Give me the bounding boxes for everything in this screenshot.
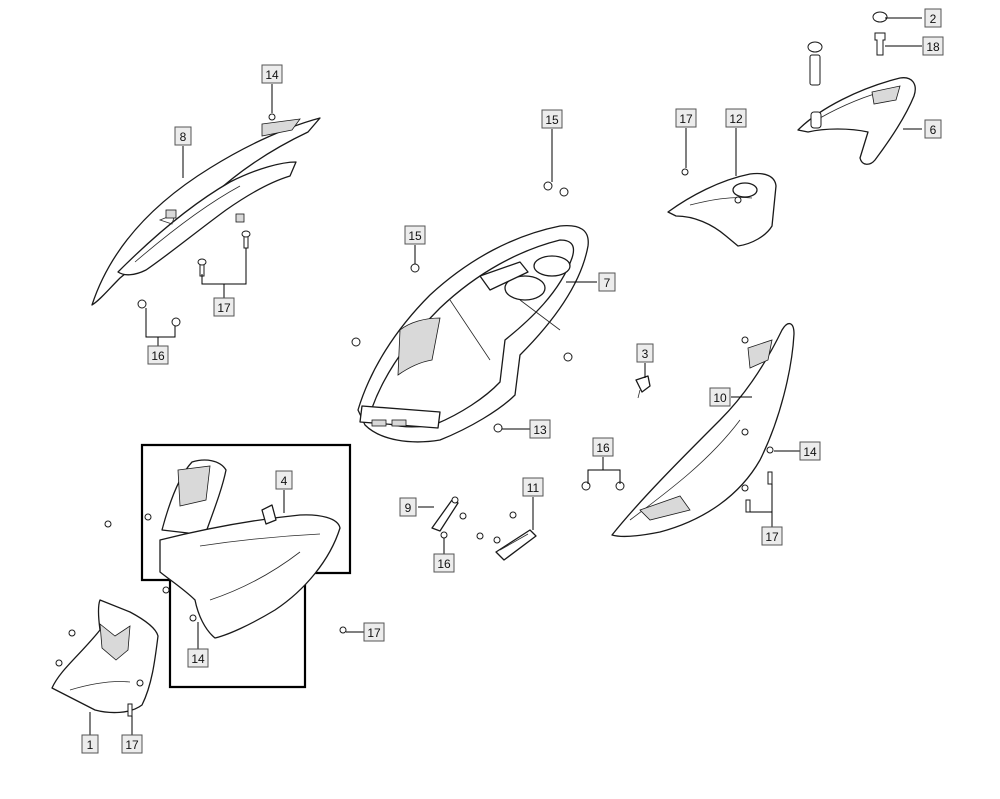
- leader-lines: [89, 17, 922, 736]
- part-10-right-side-cover: [611, 323, 795, 538]
- callout-box: [187, 648, 209, 668]
- callout-number: 10: [713, 391, 727, 405]
- callout-number: 16: [151, 349, 165, 363]
- callout-box: [261, 64, 283, 84]
- callout-box: [924, 8, 942, 28]
- callout-box: [363, 622, 385, 642]
- callout-number: 14: [191, 652, 205, 666]
- callout-number: 3: [642, 347, 649, 361]
- callout-box: [275, 470, 293, 490]
- callout-c17a: 17: [213, 297, 235, 317]
- callout-number: 4: [281, 474, 288, 488]
- callout-c13: 13: [529, 419, 551, 439]
- callout-c7: 7: [598, 272, 616, 292]
- callout-c11: 11: [522, 477, 544, 497]
- callout-c16c: 16: [433, 553, 455, 573]
- callout-c14a: 14: [261, 64, 283, 84]
- callout-c17c: 17: [761, 526, 783, 546]
- callout-number: 1: [87, 738, 94, 752]
- callout-c17b: 17: [675, 108, 697, 128]
- part-9-bracket: [431, 496, 459, 532]
- callout-c2: 2: [924, 8, 942, 28]
- callout-c17e: 17: [121, 734, 143, 754]
- part-7-storage-tub: [357, 224, 589, 443]
- callout-number: 11: [527, 481, 540, 495]
- callout-box: [404, 225, 426, 245]
- callout-c4: 4: [275, 470, 293, 490]
- callout-box: [174, 126, 192, 146]
- callout-c17d: 17: [363, 622, 385, 642]
- callout-number: 9: [405, 501, 412, 515]
- callout-number: 14: [265, 68, 279, 82]
- callout-box: [636, 343, 654, 363]
- callout-box: [592, 437, 614, 457]
- part-1-front-lower-cover: [51, 599, 159, 714]
- callout-number: 15: [408, 229, 422, 243]
- callout-number: 2: [930, 12, 937, 26]
- callout-number: 16: [596, 441, 610, 455]
- callout-c16b: 16: [592, 437, 614, 457]
- callout-number: 16: [437, 557, 451, 571]
- callout-box: [922, 36, 944, 56]
- callout-box: [81, 734, 99, 754]
- callout-number: 17: [765, 530, 779, 544]
- callout-box: [121, 734, 143, 754]
- callout-c6: 6: [924, 119, 942, 139]
- callout-number: 7: [604, 276, 611, 290]
- callout-c1: 1: [81, 734, 99, 754]
- callout-box: [799, 441, 821, 461]
- callout-c10: 10: [709, 387, 731, 407]
- callout-number: 17: [679, 112, 693, 126]
- part-4-detail-frame: [140, 443, 352, 689]
- callout-box: [924, 119, 942, 139]
- callout-number: 12: [729, 112, 743, 126]
- callout-box: [147, 345, 169, 365]
- callout-number: 13: [533, 423, 547, 437]
- callout-box: [541, 109, 563, 129]
- callout-number: 17: [125, 738, 139, 752]
- callout-number: 18: [926, 40, 940, 54]
- part-12-rear-center-cover: [667, 172, 777, 247]
- callout-box: [399, 497, 417, 517]
- callout-number: 6: [930, 123, 937, 137]
- callout-number: 17: [367, 626, 381, 640]
- callout-c3: 3: [636, 343, 654, 363]
- callout-c8: 8: [174, 126, 192, 146]
- callout-c15b: 15: [404, 225, 426, 245]
- callout-box: [675, 108, 697, 128]
- callout-box: [433, 553, 455, 573]
- part-6-rear-carrier: [797, 11, 916, 165]
- callout-box: [761, 526, 783, 546]
- callout-number: 14: [803, 445, 817, 459]
- callout-box: [522, 477, 544, 497]
- callout-c12: 12: [725, 108, 747, 128]
- part-11-bracket: [495, 529, 537, 561]
- callout-box: [709, 387, 731, 407]
- callout-number: 8: [180, 130, 187, 144]
- callout-c18: 18: [922, 36, 944, 56]
- callout-c14c: 14: [187, 648, 209, 668]
- callout-box: [213, 297, 235, 317]
- callout-box: [725, 108, 747, 128]
- callout-c16a: 16: [147, 345, 169, 365]
- callout-c14b: 14: [799, 441, 821, 461]
- callout-c9: 9: [399, 497, 417, 517]
- part-8-side-cover: [91, 117, 321, 306]
- part-3-clip: [635, 375, 651, 399]
- callout-c15a: 15: [541, 109, 563, 129]
- callout-box: [598, 272, 616, 292]
- callout-box: [529, 419, 551, 439]
- callout-number: 17: [217, 301, 231, 315]
- callout-number: 15: [545, 113, 559, 127]
